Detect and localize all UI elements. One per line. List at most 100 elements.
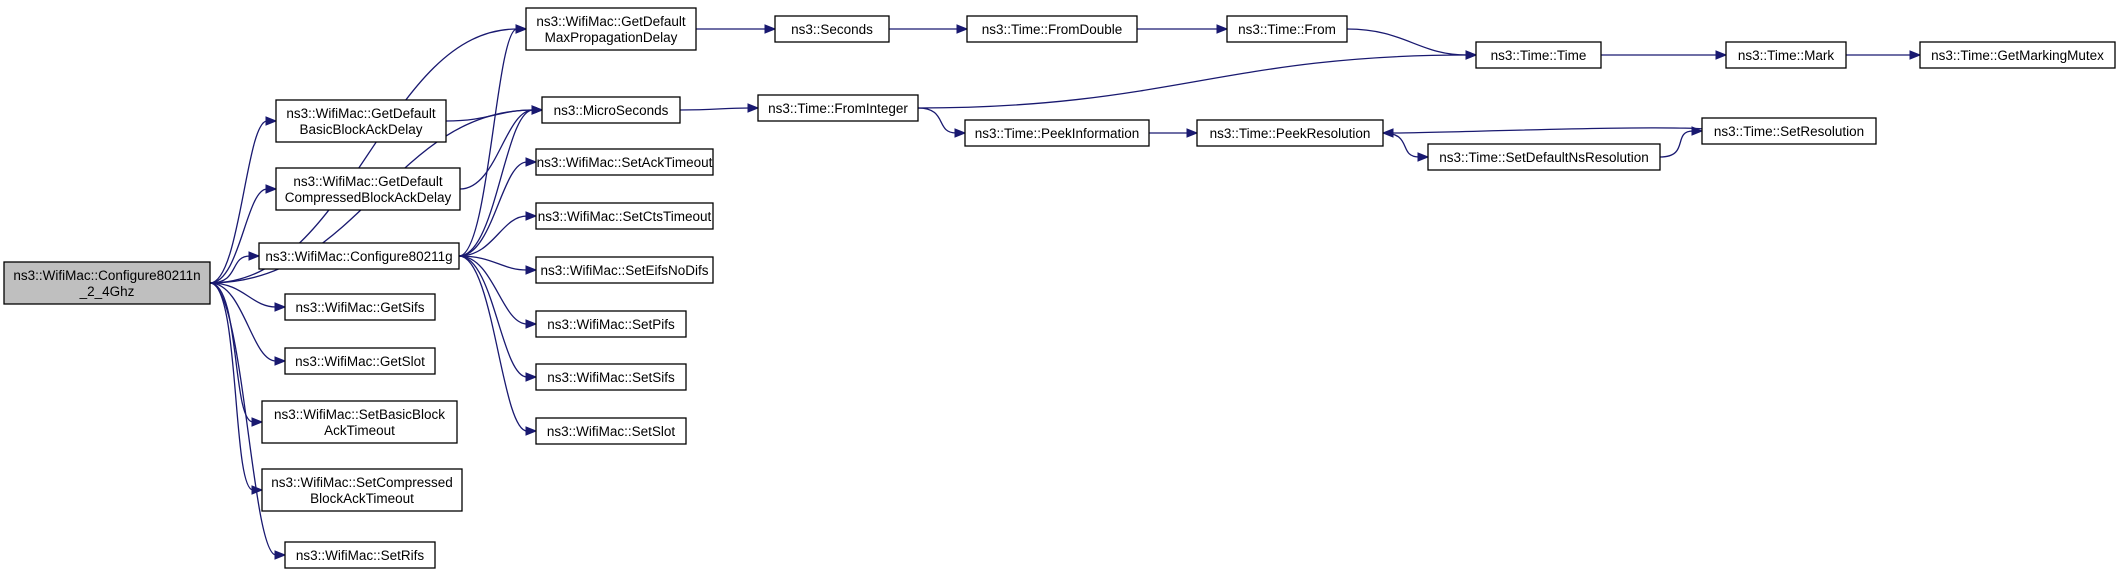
arrowhead-icon [1216,24,1229,34]
node-peekres[interactable]: ns3::Time::PeekResolution [1196,119,1384,147]
arrowhead-icon [764,24,777,34]
edge-line [458,255,528,378]
edge-time-to-mark [1601,50,1728,60]
node-box [757,94,919,122]
edge-root-to-basicack [209,116,278,284]
node-label: ns3::Time::PeekInformation [975,126,1140,141]
node-box [964,119,1150,147]
edge-conf11g-to-setctstimeout [458,211,538,257]
edge-line [209,282,277,556]
node-time[interactable]: ns3::Time::Time [1475,41,1602,69]
node-box [1919,41,2116,69]
edge-conf11g-to-setslot [458,255,538,436]
arrowhead-icon [525,426,538,436]
node-label: ns3::Time::SetDefaultNsResolution [1439,150,1649,165]
edge-setdefres-to-setres [1659,126,1704,158]
arrowhead-icon [515,24,528,34]
edge-setres-to-peekres [1381,127,1707,138]
node-label: ns3::MicroSeconds [554,103,669,118]
edge-peekres-to-setdefres [1382,132,1430,162]
arrowhead-icon [956,24,969,34]
node-basicack[interactable]: ns3::WifiMac::GetDefaultBasicBlockAckDel… [275,99,447,143]
node-from[interactable]: ns3::Time::From [1226,15,1348,43]
node-box [535,310,687,338]
node-label: ns3::WifiMac::SetAckTimeout [537,155,713,170]
node-setrifs[interactable]: ns3::WifiMac::SetRifs [284,541,436,569]
node-box [275,167,461,211]
edge-line [209,282,254,491]
node-box [966,15,1138,43]
edge-line [917,107,957,134]
edge-line [458,28,518,257]
node-setslot[interactable]: ns3::WifiMac::SetSlot [535,417,687,445]
arrowhead-icon [1465,50,1478,60]
node-setsifs[interactable]: ns3::WifiMac::SetSifs [535,363,687,391]
node-box [535,363,687,391]
edge-line [458,215,528,257]
node-box [535,417,687,445]
node-seteifs[interactable]: ns3::WifiMac::SetEifsNoDifs [535,256,714,284]
node-box [275,99,447,143]
node-box [284,347,436,375]
node-getsifs[interactable]: ns3::WifiMac::GetSifs [284,293,436,321]
call-edges [209,24,1922,560]
node-conf11g[interactable]: ns3::WifiMac::Configure80211g [258,242,460,270]
edge-mark-to-mutex [1846,50,1922,60]
edge-fromint-to-peekinfo [917,107,967,138]
edge-line [209,255,251,284]
node-box [261,400,458,444]
node-box [3,261,211,305]
edge-root-to-setbasic [209,282,264,427]
edge-line [679,107,750,111]
node-label: ns3::Time::FromInteger [768,101,908,116]
node-box [525,7,697,51]
edge-line [209,120,268,284]
node-label: BasicBlockAckDelay [299,122,422,137]
node-setpifs[interactable]: ns3::WifiMac::SetPifs [535,310,687,338]
node-setres[interactable]: ns3::Time::SetResolution [1701,117,1877,145]
node-label: ns3::WifiMac::SetBasicBlock [274,407,445,422]
edge-propdelay-to-seconds [696,24,777,34]
edge-root-to-conf11g [209,251,261,284]
node-fromdouble[interactable]: ns3::Time::FromDouble [966,15,1138,43]
node-peekinfo[interactable]: ns3::Time::PeekInformation [964,119,1150,147]
node-label: ns3::WifiMac::SetSifs [547,370,675,385]
edge-root-to-setcomp [209,282,264,495]
node-label: ns3::WifiMac::GetDefault [536,14,686,29]
node-label: BlockAckTimeout [310,491,414,506]
edge-line [209,282,277,362]
node-propdelay[interactable]: ns3::WifiMac::GetDefaultMaxPropagationDe… [525,7,697,51]
node-mark[interactable]: ns3::Time::Mark [1725,41,1847,69]
edge-conf11g-to-seteifs [458,255,538,275]
node-setacktimeout[interactable]: ns3::WifiMac::SetAckTimeout [535,148,714,176]
node-setcomp[interactable]: ns3::WifiMac::SetCompressedBlockAckTimeo… [261,468,463,512]
edge-line [458,255,528,271]
node-getslot[interactable]: ns3::WifiMac::GetSlot [284,347,436,375]
node-seconds[interactable]: ns3::Seconds [774,15,890,43]
node-box [1196,119,1384,147]
node-root[interactable]: ns3::WifiMac::Configure80211n_2_4Ghz [3,261,211,305]
node-fromint[interactable]: ns3::Time::FromInteger [757,94,919,122]
node-micro[interactable]: ns3::MicroSeconds [541,96,681,124]
arrowhead-icon [274,302,287,312]
node-label: ns3::WifiMac::SetEifsNoDifs [540,263,708,278]
node-setctstimeout[interactable]: ns3::WifiMac::SetCtsTimeout [535,202,714,230]
node-box [1427,143,1661,171]
node-label: ns3::Time::SetResolution [1714,124,1864,139]
node-label: AckTimeout [324,423,395,438]
edge-line [459,109,534,190]
edge-conf11g-to-setsifs [458,255,538,382]
node-label: ns3::Time::GetMarkingMutex [1931,48,2104,63]
node-setdefres[interactable]: ns3::Time::SetDefaultNsResolution [1427,143,1661,171]
edge-root-to-getsifs [209,282,287,312]
node-mutex[interactable]: ns3::Time::GetMarkingMutex [1919,41,2116,69]
arrowhead-icon [248,251,261,261]
arrowhead-icon [1909,50,1922,60]
node-label: MaxPropagationDelay [545,30,678,45]
edge-line [209,282,277,308]
node-compack[interactable]: ns3::WifiMac::GetDefaultCompressedBlockA… [275,167,461,211]
edge-line [1346,28,1468,56]
edge-line [1382,132,1420,158]
arrowhead-icon [274,550,287,560]
